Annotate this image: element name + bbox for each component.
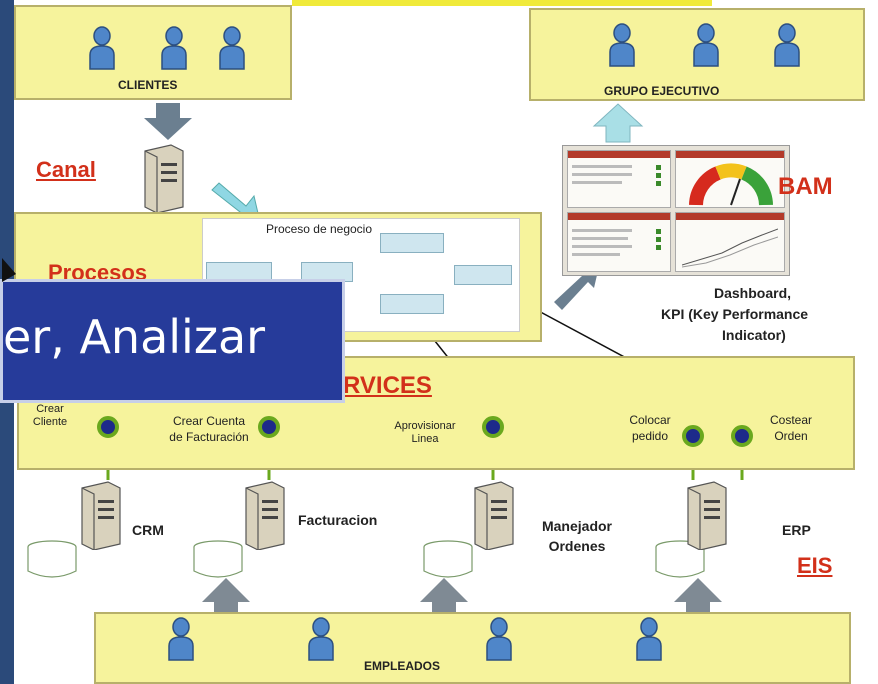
service-node — [97, 416, 119, 438]
service-node — [682, 425, 704, 447]
top-accent-bar — [292, 0, 712, 6]
erp-server-icon — [682, 480, 728, 550]
service-node — [258, 416, 280, 438]
canal-server-icon — [139, 143, 185, 213]
dashboard-panel — [567, 212, 671, 272]
process-step — [454, 265, 512, 285]
service-crear-cuenta: Crear Cuenta de Facturación — [169, 414, 249, 444]
bam-dashboard-thumbnail — [562, 145, 790, 276]
dashboard-label: Dashboard, — [714, 285, 792, 301]
manejador-database-icon — [422, 540, 474, 578]
down-arrow-icon — [144, 103, 192, 140]
manejador-label: Manejador Ordenes — [541, 518, 612, 554]
dashboard-gauge-panel — [675, 150, 785, 208]
crm-database-icon — [26, 540, 78, 578]
erp-label: ERP — [782, 522, 811, 538]
kpi-label: KPI (Key Performance — [661, 306, 809, 322]
bam-label: BAM — [778, 173, 833, 200]
facturacion-label: Facturacion — [298, 512, 378, 528]
canal-label: Canal — [36, 157, 96, 182]
indicator-label: Indicator) — [722, 327, 786, 343]
diagram-slide: CLIENTES GRUPO EJECUTIVO Canal — [14, 0, 878, 684]
empleado-person-icon — [306, 616, 336, 662]
process-step — [380, 294, 444, 314]
empleados-label: EMPLEADOS — [364, 659, 441, 673]
eis-label: EIS — [797, 553, 833, 578]
dashboard-panel — [567, 150, 671, 208]
manejador-server-icon — [469, 480, 515, 550]
service-aprovisionar: Aprovisionar Linea — [394, 420, 456, 445]
clientes-box — [14, 5, 292, 100]
empleado-person-icon — [166, 616, 196, 662]
caption-text: er, Analizar — [3, 310, 266, 364]
up-arrow-icon — [592, 103, 644, 143]
caption-banner: er, Analizar — [0, 279, 345, 403]
grupo-ejecutivo-label: GRUPO EJECUTIVO — [604, 84, 720, 98]
service-crear-cliente: Crear Cliente — [32, 403, 68, 428]
service-node — [482, 416, 504, 438]
service-colocar-pedido: Colocar pedido — [629, 413, 671, 443]
clientes-label: CLIENTES — [118, 78, 178, 92]
services-label: RVICES — [343, 372, 432, 399]
crm-label: CRM — [132, 522, 164, 538]
empleado-person-icon — [634, 616, 664, 662]
empleados-box — [94, 612, 851, 684]
dashboard-chart-panel — [675, 212, 785, 272]
proceso-negocio-label: Proceso de negocio — [265, 222, 373, 236]
service-costear-orden: Costear Orden — [769, 413, 813, 443]
pointer-icon — [2, 258, 16, 282]
facturacion-server-icon — [240, 480, 286, 550]
service-node — [731, 425, 753, 447]
empleado-person-icon — [484, 616, 514, 662]
crm-server-icon — [76, 480, 122, 550]
facturacion-database-icon — [192, 540, 244, 578]
process-step — [380, 233, 444, 253]
